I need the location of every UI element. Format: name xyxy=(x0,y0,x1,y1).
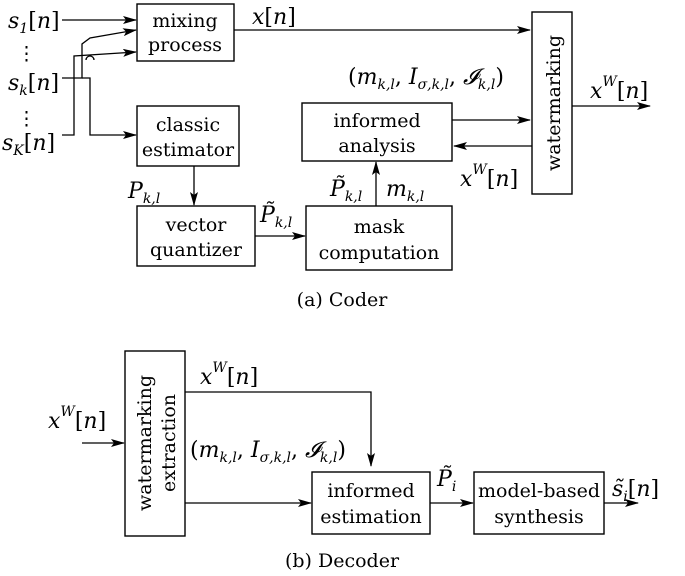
extraction-label-1: watermarking xyxy=(134,375,156,511)
wire-extraction-to-estimation-xw xyxy=(185,391,375,467)
watermarking-block xyxy=(531,11,573,195)
decoder-input-label: xW[n] xyxy=(48,404,106,434)
vector-quantizer-block xyxy=(136,205,256,267)
extraction-label-2: extraction xyxy=(158,394,180,492)
classic-label-2: estimator xyxy=(142,139,235,161)
decoder-params-label: (mk,l, Iσ,k,l, 𝓘k,l) xyxy=(190,438,346,466)
mixing-label-2: process xyxy=(148,34,222,56)
signal-x-label: x[n] xyxy=(252,5,296,30)
decoder-xw-top-label: xW[n] xyxy=(200,360,258,390)
vq-label-1: vector xyxy=(165,214,228,236)
signal-m-label: mk,l xyxy=(386,177,424,205)
mixing-process-block xyxy=(136,3,235,62)
vq-label-2: quantizer xyxy=(150,239,243,261)
mask-label-2: computation xyxy=(319,242,440,264)
signal-xw-out-label: xW[n] xyxy=(590,74,648,104)
watermarking-label: watermarking xyxy=(543,35,565,171)
model-based-synthesis-block xyxy=(473,471,605,535)
mask-label-1: mask xyxy=(354,216,405,238)
input-dots-upper: ⋮ xyxy=(17,43,36,65)
signal-P-label: Pk,l xyxy=(127,179,160,207)
input-s1-label: s1[n] xyxy=(8,9,60,37)
signal-Ptilde-mask-label: P̃k,l xyxy=(329,176,362,205)
input-sk-label: sk[n] xyxy=(8,71,59,99)
synthesis-label-1: model-based xyxy=(478,480,600,502)
analysis-label-2: analysis xyxy=(338,135,415,157)
decoder-Pi-label: P̃i xyxy=(436,466,456,495)
synthesis-label-2: synthesis xyxy=(494,506,583,528)
decoder-section: xW[n] watermarking extraction xW[n] (mk,… xyxy=(48,350,659,572)
decoder-si-label: s̃i[n] xyxy=(612,477,659,505)
wire-sK-to-mixing xyxy=(62,48,137,136)
wire-sk-to-mixing xyxy=(62,28,137,79)
coder-caption: (a) Coder xyxy=(297,289,389,311)
mask-computation-block xyxy=(305,205,453,271)
estimation-label-2: estimation xyxy=(320,506,421,528)
informed-analysis-block xyxy=(301,102,453,162)
classic-label-1: classic xyxy=(156,114,220,136)
coder-params-label: (mk,l, Iσ,k,l, 𝓘k,l) xyxy=(348,65,504,93)
signal-xw-back-label: xW[n] xyxy=(460,162,518,192)
wire-sk-to-classic xyxy=(82,77,137,139)
input-sK-label: sK[n] xyxy=(2,131,55,159)
analysis-label-1: informed xyxy=(333,110,420,132)
mixing-label-1: mixing xyxy=(152,10,217,32)
decoder-caption: (b) Decoder xyxy=(285,550,400,572)
classic-estimator-block xyxy=(136,105,240,167)
coder-section: s1[n] ⋮ sk[n] ⋮ sK[n] mixing process x[n… xyxy=(2,3,651,311)
signal-Ptilde-vq-label: P̃k,l xyxy=(259,202,292,231)
input-dots-lower: ⋮ xyxy=(17,108,36,130)
estimation-label-1: informed xyxy=(327,480,414,502)
wire-crossing-hop xyxy=(85,55,95,61)
watermarking-extraction-block xyxy=(124,350,186,537)
